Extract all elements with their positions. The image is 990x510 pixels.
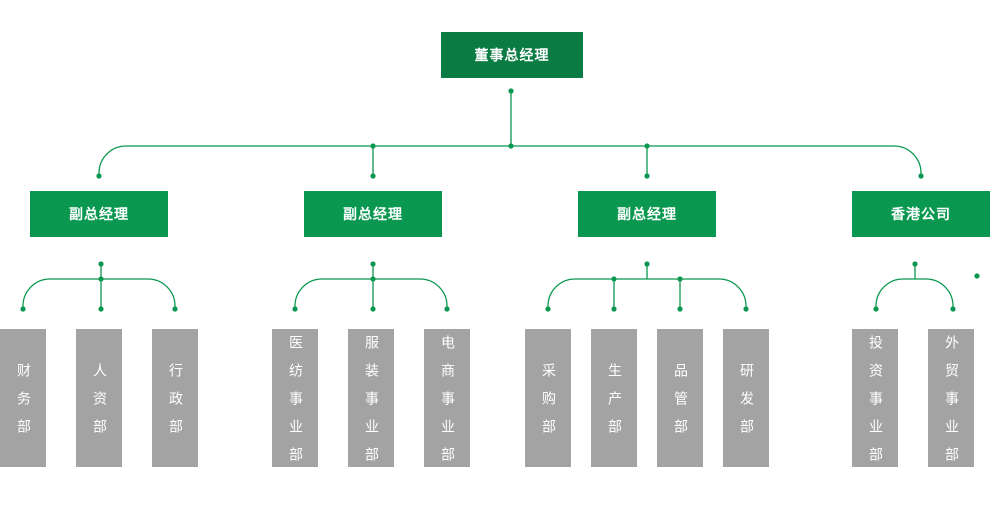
connector-dot — [98, 306, 104, 312]
branch-node-label: 香港公司 — [891, 207, 951, 223]
group-bus — [875, 278, 954, 309]
group-bus — [22, 278, 176, 309]
connector-dot — [172, 306, 178, 312]
dept-ecommerce: 电商事业部 — [424, 329, 470, 475]
dept-production: 生产部 — [591, 329, 637, 467]
connector-dot — [98, 276, 104, 282]
dept-finance: 财务部 — [0, 329, 46, 467]
connector-dot — [644, 143, 650, 149]
connector-dot — [370, 261, 376, 267]
connector-dot — [20, 306, 26, 312]
dept-rnd: 研发部 — [723, 329, 769, 467]
connector-dot — [677, 276, 683, 282]
connector-dot — [950, 306, 956, 312]
dept-foreign-trade: 外贸事业部 — [928, 329, 974, 475]
branch-node-label: 副总经理 — [69, 207, 129, 223]
connector-dot — [98, 261, 104, 267]
connector-dot — [545, 306, 551, 312]
group-bus — [294, 278, 448, 309]
branch-node-finance: 副总经理 — [30, 191, 168, 237]
dept-purchasing: 采购部 — [525, 329, 571, 467]
connector-dot — [370, 276, 376, 282]
connector-dot — [508, 88, 514, 94]
branch-node-label: 副总经理 — [617, 207, 677, 223]
branch-node-label: 副总经理 — [343, 207, 403, 223]
dept-quality: 品管部 — [657, 329, 703, 467]
connector-dot — [611, 306, 617, 312]
connector-dot — [370, 306, 376, 312]
dept-admin: 行政部 — [152, 329, 198, 467]
connector-dot — [370, 143, 376, 149]
connector-dot — [873, 306, 879, 312]
connector-dot — [644, 173, 650, 179]
connector-dot — [912, 261, 918, 267]
connector-dot — [918, 173, 924, 179]
connector-dot — [644, 261, 650, 267]
top-bus — [98, 145, 922, 176]
dept-medical-textile: 医纺事业部 — [272, 329, 318, 475]
connector-dot — [444, 306, 450, 312]
connector-dot — [96, 173, 102, 179]
branch-node-hongkong: 香港公司 — [852, 191, 990, 237]
connector-dot — [292, 306, 298, 312]
connector-dot — [677, 306, 683, 312]
branch-node-business: 副总经理 — [304, 191, 442, 237]
connector-dot — [743, 306, 749, 312]
group-bus — [547, 278, 747, 309]
dept-apparel: 服装事业部 — [348, 329, 394, 475]
root-node-label: 董事总经理 — [474, 48, 550, 64]
root-node: 董事总经理 — [441, 32, 583, 78]
dept-investment: 投资事业部 — [852, 329, 898, 475]
dept-hr: 人资部 — [76, 329, 122, 467]
connector-dot — [370, 173, 376, 179]
connector-dot — [611, 276, 617, 282]
connector-dot — [974, 273, 980, 279]
branch-node-production: 副总经理 — [578, 191, 716, 237]
